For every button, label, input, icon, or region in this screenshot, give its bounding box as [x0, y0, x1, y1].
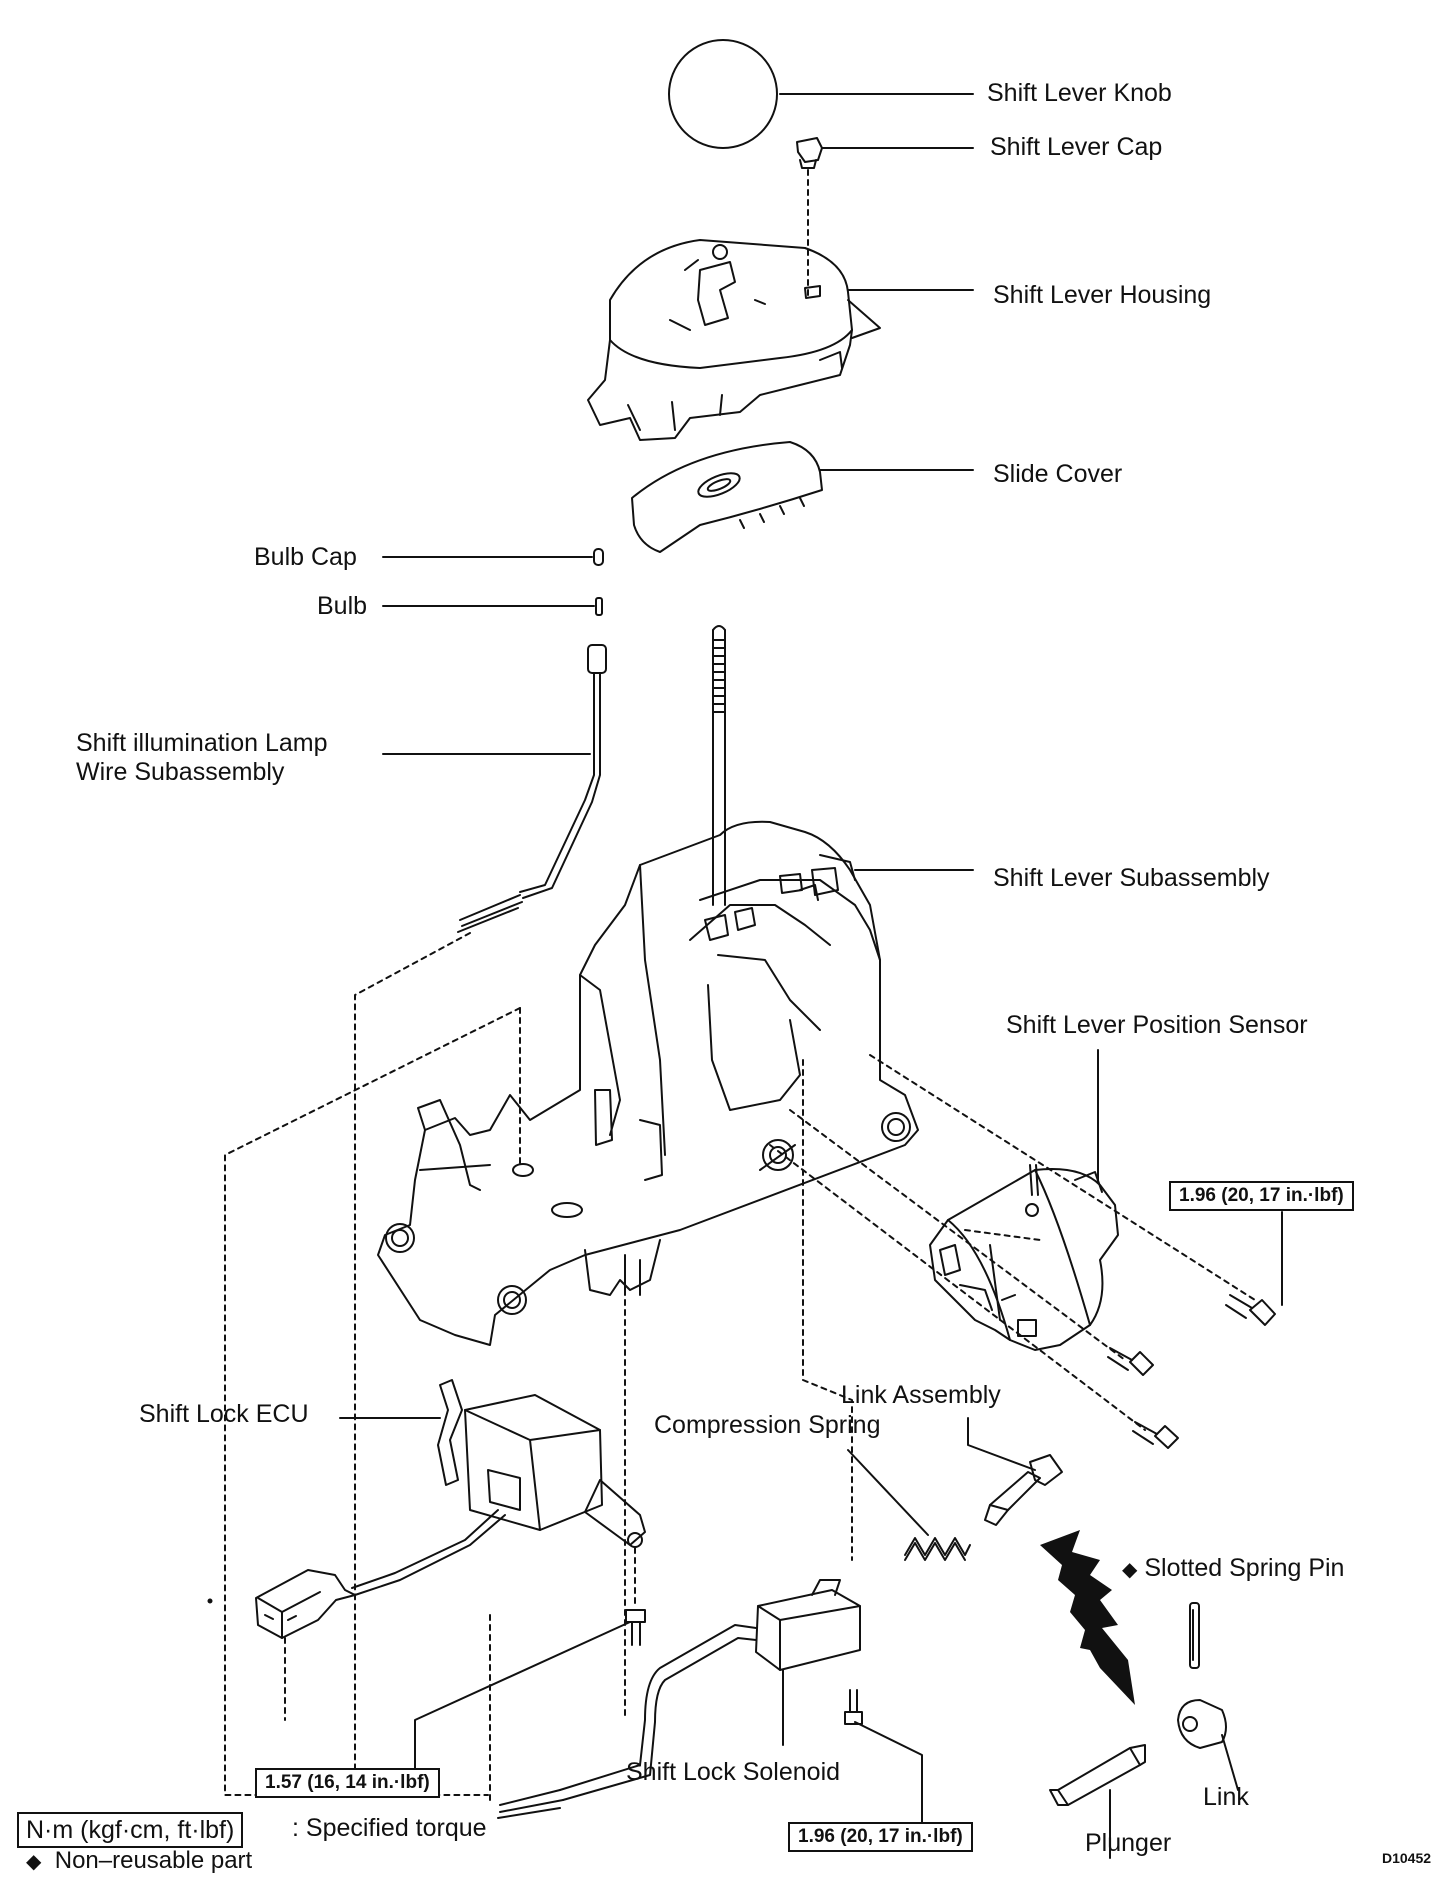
label-shift-lock-solenoid: Shift Lock Solenoid [626, 1758, 841, 1786]
sensor-bolt-1 [1225, 1294, 1276, 1326]
label-shift-lever-subassembly: Shift Lever Subassembly [993, 864, 1270, 892]
leader-spring [847, 1449, 929, 1536]
shift-lever-knob-part [668, 39, 778, 149]
slotted-spring-pin-part [1189, 1602, 1200, 1669]
leader-ecu-screw [414, 1621, 631, 1771]
torque-solenoid-screw: 1.96 (20, 17 in.·lbf) [788, 1822, 973, 1852]
label-link-assembly: Link Assembly [841, 1381, 1001, 1409]
bulb-cap-part [593, 548, 604, 566]
position-sensor-part [929, 1164, 1119, 1351]
slide-cover-part [631, 441, 823, 553]
label-shift-lever-knob: Shift Lever Knob [987, 79, 1172, 107]
ecu-screw [625, 1609, 646, 1646]
label-position-sensor: Shift Lever Position Sensor [1006, 1011, 1308, 1039]
shift-lock-ecu-part [255, 1379, 646, 1639]
lamp-wire-part [457, 644, 607, 933]
diamond-icon: ◆ [26, 1851, 42, 1873]
solenoid-screw [844, 1689, 863, 1725]
torque-sensor-bolt: 1.96 (20, 17 in.·lbf) [1169, 1181, 1354, 1211]
label-shift-lever-housing: Shift Lever Housing [993, 281, 1212, 309]
label-compression-spring: Compression Spring [654, 1411, 881, 1439]
shift-lever-cap-part [796, 137, 823, 169]
link-part [1177, 1699, 1227, 1749]
nonreusable-diamond-icon: ◆ [1122, 1559, 1138, 1581]
figure-id: D10452 [1382, 1850, 1432, 1866]
label-bulb: Bulb [317, 592, 368, 620]
legend-unit-box: N·m (kgf·cm, ft·lbf) [17, 1812, 244, 1848]
plunger-part [1049, 1744, 1146, 1806]
label-shift-lever-cap: Shift Lever Cap [990, 133, 1163, 161]
label-bulb-cap: Bulb Cap [254, 543, 357, 571]
link-assembly-part [984, 1454, 1063, 1526]
label-shift-lock-ecu: Shift Lock ECU [139, 1400, 309, 1428]
legend-unit-text: : Specified torque [292, 1814, 487, 1842]
sensor-bolt-2 [1107, 1347, 1154, 1376]
bulb-part [595, 597, 603, 616]
shift-lever-housing-part [587, 239, 881, 441]
leader-link [1221, 1734, 1239, 1791]
label-slide-cover: Slide Cover [993, 460, 1123, 488]
sensor-bolt-3 [1132, 1421, 1179, 1449]
label-lamp-wire: Shift illumination Lamp Wire Subassembly [76, 729, 328, 786]
torque-ecu-screw: 1.57 (16, 14 in.·lbf) [255, 1768, 440, 1798]
leader-link-assembly [967, 1417, 1036, 1471]
shift-lock-solenoid-part [497, 1579, 861, 1819]
assembly-arrow [1040, 1530, 1135, 1705]
leader-solenoid-screw [854, 1721, 923, 1823]
label-link: Link [1203, 1783, 1249, 1811]
compression-spring-part [904, 1537, 971, 1561]
shift-rod-part [712, 625, 726, 906]
shift-lever-subassembly-part [377, 820, 919, 1346]
label-plunger: Plunger [1085, 1829, 1172, 1857]
label-slotted-spring-pin: ◆ Slotted Spring Pin [1122, 1554, 1345, 1582]
legend-nonreusable: ◆ Non–reusable part [26, 1847, 253, 1874]
